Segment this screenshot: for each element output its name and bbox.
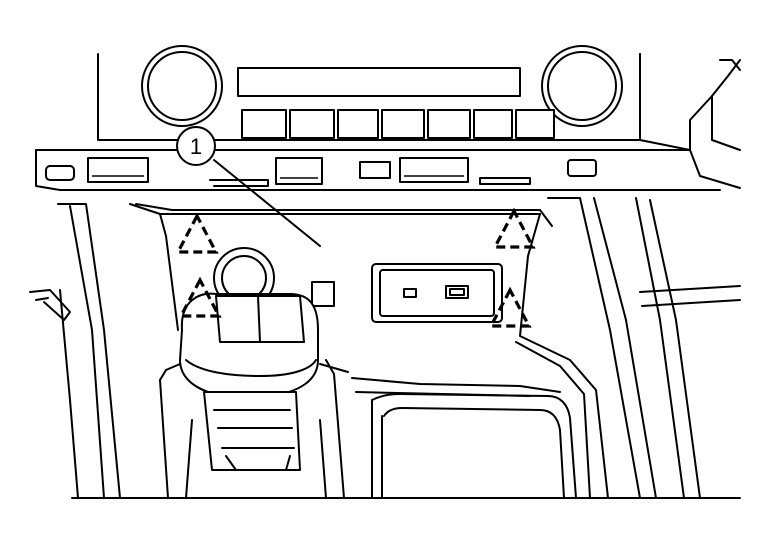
clip-markers [175, 207, 536, 328]
right-knob [541, 45, 623, 127]
left-knob [141, 45, 223, 127]
audio-display [237, 67, 521, 97]
usb-port-small [403, 288, 417, 298]
audio-button-row [241, 109, 555, 139]
console-face [159, 209, 609, 499]
console-switch [311, 281, 335, 307]
dash-lower-trim [35, 53, 741, 191]
callout-circle [176, 126, 216, 166]
usb-port-panel [371, 263, 503, 323]
clip-marker-upper-right [492, 207, 536, 249]
callout-number: 1 [190, 134, 202, 159]
callout-leader-line [213, 159, 321, 247]
console-side-panels [29, 197, 741, 499]
audio-unit [97, 45, 641, 141]
clip-marker-lower-left [178, 276, 222, 318]
clip-marker-lower-right [488, 286, 532, 328]
callout-1: 1 [176, 126, 321, 247]
storage-tray [351, 377, 577, 499]
clip-marker-upper-left [175, 212, 219, 254]
gear-shifter [159, 247, 349, 499]
